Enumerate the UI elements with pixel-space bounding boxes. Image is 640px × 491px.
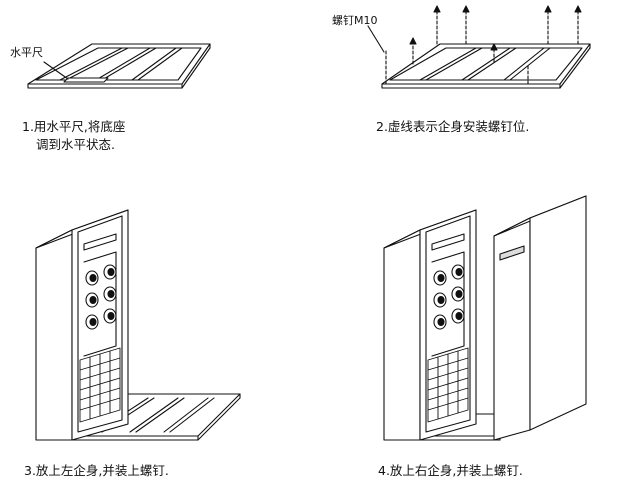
panel2-base-frame (381, 43, 591, 89)
air-nozzle-icon (103, 286, 117, 302)
air-nozzle-core (455, 311, 463, 321)
level-label: 水平尺 (10, 46, 43, 59)
left-vent-grille-panel4 (427, 347, 469, 423)
air-nozzle-icon (451, 286, 465, 302)
air-nozzle-icon (433, 292, 447, 308)
step4-caption: 4.放上右企身,并装上螺钉. (378, 463, 523, 478)
left-cabinet-panel4 (383, 209, 477, 441)
air-nozzle-icon (433, 270, 447, 286)
air-nozzle-core (107, 267, 115, 277)
air-nozzle-icon (85, 292, 99, 308)
step1-caption-line2: 调到水平状态. (36, 137, 115, 152)
step1-caption-line1: 1.用水平尺,将底座 (22, 119, 126, 134)
air-nozzle-icon (451, 308, 465, 324)
step3-caption: 3.放上左企身,并装上螺钉. (24, 463, 169, 478)
air-nozzle-core (107, 289, 115, 299)
left-cabinet-nozzles (85, 264, 117, 330)
air-nozzle-core (89, 295, 97, 305)
air-nozzle-core (455, 267, 463, 277)
step2-caption: 2.虚线表示企身安装螺钉位. (376, 119, 530, 134)
air-nozzle-core (437, 295, 445, 305)
air-nozzle-icon (103, 264, 117, 280)
panel1-base-frame (27, 43, 211, 89)
air-nozzle-core (89, 273, 97, 283)
air-nozzle-core (89, 317, 97, 327)
air-nozzle-core (437, 273, 445, 283)
air-nozzle-icon (451, 264, 465, 280)
right-control-display (499, 245, 525, 261)
air-nozzle-icon (85, 270, 99, 286)
left-control-display (83, 233, 117, 251)
air-nozzle-core (107, 311, 115, 321)
screw-label-leader (367, 25, 385, 53)
air-nozzle-icon (85, 314, 99, 330)
air-nozzle-icon (103, 308, 117, 324)
screw-arrowheads (409, 5, 582, 51)
air-nozzle-core (437, 317, 445, 327)
right-cabinet (493, 195, 587, 441)
left-cabinet-nozzles-panel4 (433, 264, 465, 330)
air-nozzle-core (455, 289, 463, 299)
screw-label: 螺钉M10 (332, 14, 378, 27)
left-cabinet (35, 209, 129, 441)
air-nozzle-icon (433, 314, 447, 330)
left-vent-grille (79, 347, 121, 423)
left-control-display-panel4 (431, 233, 465, 251)
level-ruler (43, 61, 109, 83)
